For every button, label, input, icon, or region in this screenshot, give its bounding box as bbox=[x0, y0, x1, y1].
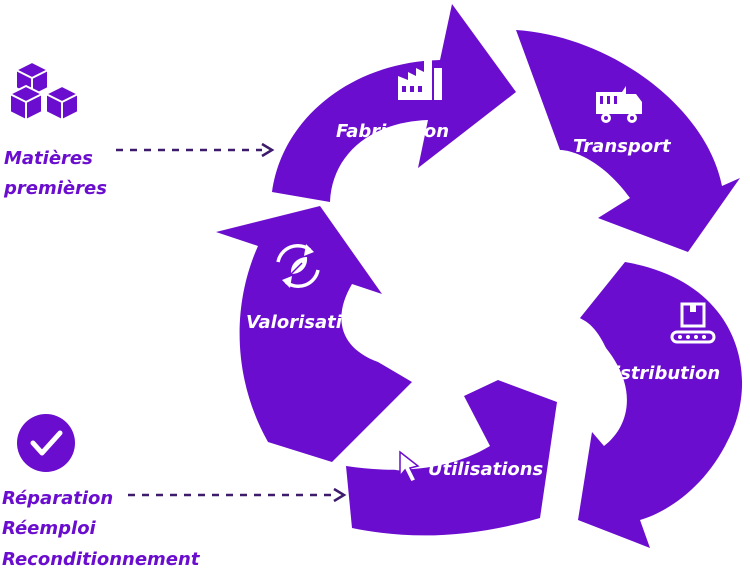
utilisations-arrow bbox=[346, 380, 557, 536]
stage-label-utilisations: Utilisations bbox=[428, 459, 544, 480]
repair-arrowhead bbox=[333, 487, 347, 503]
raw-materials-arrowhead bbox=[261, 142, 275, 158]
stage-label-valorisation: Valorisation bbox=[246, 312, 367, 333]
repair-label-line2: Réemploi bbox=[2, 518, 97, 539]
cubes-icon bbox=[9, 61, 79, 121]
raw-materials-label-line2: premières bbox=[3, 178, 107, 199]
cursor-click-icon bbox=[383, 437, 420, 483]
repair-label-line3: Reconditionnement bbox=[2, 549, 201, 570]
transport-arrow bbox=[516, 30, 740, 252]
stage-label-distribution: Distribution bbox=[599, 363, 720, 384]
dump-truck-icon bbox=[596, 86, 642, 123]
check-circle-icon bbox=[17, 414, 75, 472]
recycle-leaf-icon bbox=[276, 244, 320, 288]
distribution-arrow bbox=[578, 262, 743, 548]
stage-label-transport: Transport bbox=[573, 136, 672, 157]
valorisation-arrow bbox=[216, 206, 412, 462]
factory-icon bbox=[398, 49, 442, 100]
raw-materials-label-line1: Matières bbox=[4, 148, 93, 169]
repair-label-line1: Réparation bbox=[2, 488, 113, 509]
conveyor-box-icon bbox=[670, 302, 716, 344]
stage-label-fabrication: Fabrication bbox=[336, 121, 449, 142]
fabrication-arrow bbox=[272, 4, 516, 202]
